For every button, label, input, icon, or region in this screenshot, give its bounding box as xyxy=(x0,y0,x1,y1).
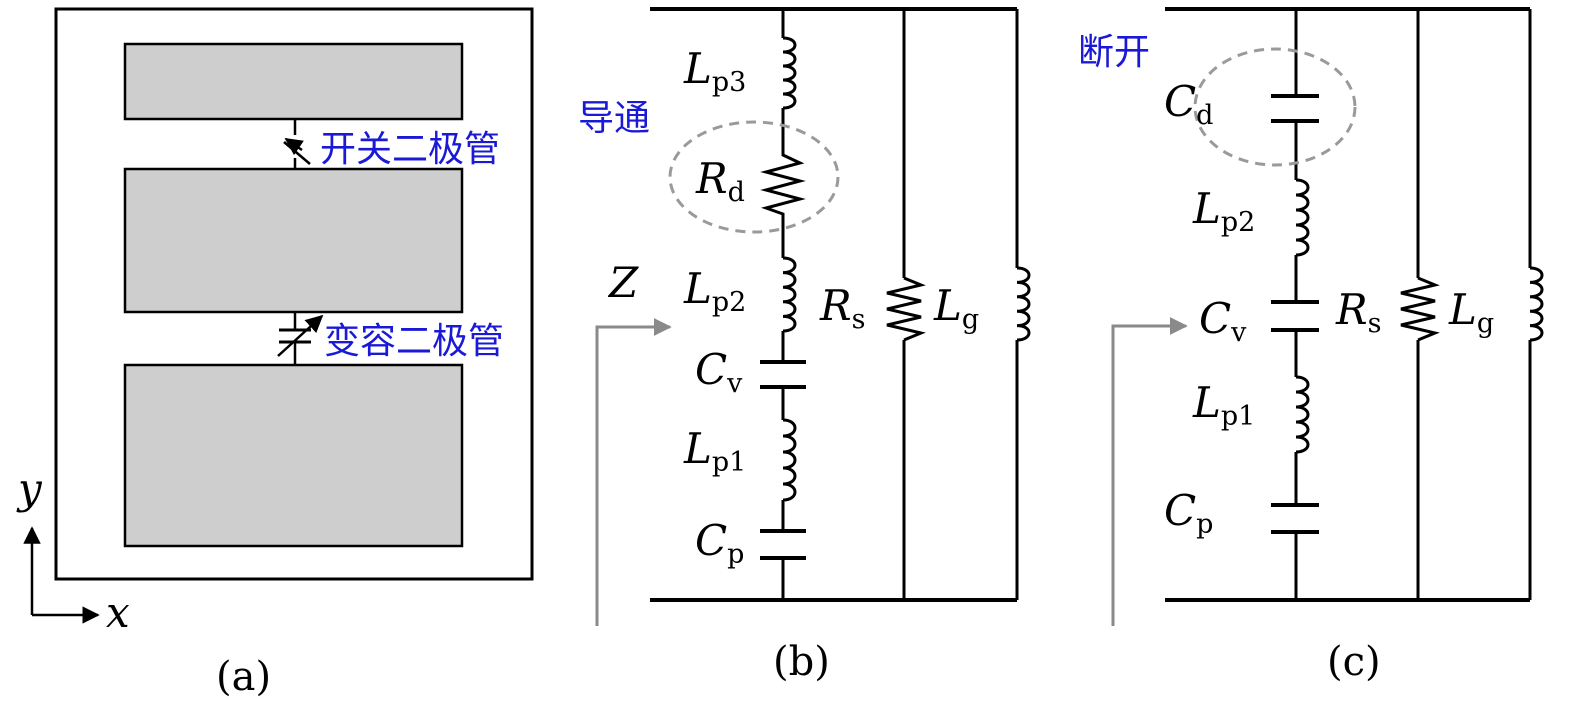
top-patch xyxy=(123,42,464,121)
capacitor-cv-c xyxy=(1271,300,1319,332)
state-label-on: 导通 xyxy=(578,98,650,139)
caption-b: (b) xyxy=(773,639,830,685)
inductor-lg-c xyxy=(1529,266,1544,342)
label-rd-b: Rd xyxy=(695,154,745,208)
inductor-lp1-c xyxy=(1295,375,1310,454)
label-lp2-b: Lp2 xyxy=(683,264,746,318)
middle-patch xyxy=(123,167,464,314)
label-cv-c: Cv xyxy=(1199,294,1247,348)
inductor-lp1-b xyxy=(782,418,797,502)
label-lg-b: Lg xyxy=(933,281,979,335)
bottom-patch xyxy=(123,363,464,548)
label-lp1-b: Lp1 xyxy=(683,424,746,478)
capacitor-cp-b xyxy=(760,529,806,560)
caption-a: (a) xyxy=(216,654,271,700)
resistor-rd-b xyxy=(760,150,806,222)
inductor-lp2-c xyxy=(1295,178,1310,257)
inductor-lg-b xyxy=(1016,266,1031,342)
panel-b: Lp3 Rd Lp2 Cv Lp1 Cp Rs Lg Z 导通 (b) xyxy=(578,7,1031,685)
panel-c: Cd Lp2 Cv Lp1 Cp Rs Lg 断开 (c) xyxy=(1078,7,1544,685)
inductor-lp2-b xyxy=(782,256,797,333)
label-rs-b: Rs xyxy=(819,281,865,335)
switch-diode-label: 开关二极管 xyxy=(320,129,500,170)
label-lp1-c: Lp1 xyxy=(1192,378,1255,432)
caption-c: (c) xyxy=(1327,639,1381,685)
impedance-probe-arrow-b xyxy=(595,318,672,626)
substrate-outline xyxy=(54,7,534,581)
label-cv-b: Cv xyxy=(695,345,743,399)
label-cd-c: Cd xyxy=(1164,77,1213,131)
impedance-label: Z xyxy=(607,258,639,307)
inductor-lp3-b xyxy=(782,36,797,110)
cd-highlight-ellipse xyxy=(1193,47,1357,167)
rd-highlight-ellipse xyxy=(668,120,840,234)
panel-a: 开关二极管 变容二极管 y x (a) xyxy=(16,7,534,700)
capacitor-cd-c xyxy=(1271,94,1319,123)
label-lp2-c: Lp2 xyxy=(1192,184,1255,238)
axis-indicator xyxy=(23,526,100,624)
varactor-label: 变容二极管 xyxy=(324,321,504,362)
label-cp-c: Cp xyxy=(1164,486,1213,540)
capacitor-cv-b xyxy=(760,360,806,389)
resistor-rs-c xyxy=(1400,276,1440,342)
resistor-rs-b xyxy=(886,276,926,342)
varactor-diode-symbol xyxy=(277,312,324,365)
impedance-probe-arrow-c xyxy=(1111,317,1188,626)
label-rs-c: Rs xyxy=(1335,285,1381,339)
axis-y-label: y xyxy=(16,464,43,513)
label-lp3-b: Lp3 xyxy=(683,44,746,98)
state-label-off: 断开 xyxy=(1078,32,1150,73)
capacitor-cp-c xyxy=(1271,503,1319,534)
switch-diode-symbol xyxy=(283,119,311,169)
label-cp-b: Cp xyxy=(695,516,744,570)
axis-x-label: x xyxy=(106,588,130,637)
label-lg-c: Lg xyxy=(1448,285,1494,339)
